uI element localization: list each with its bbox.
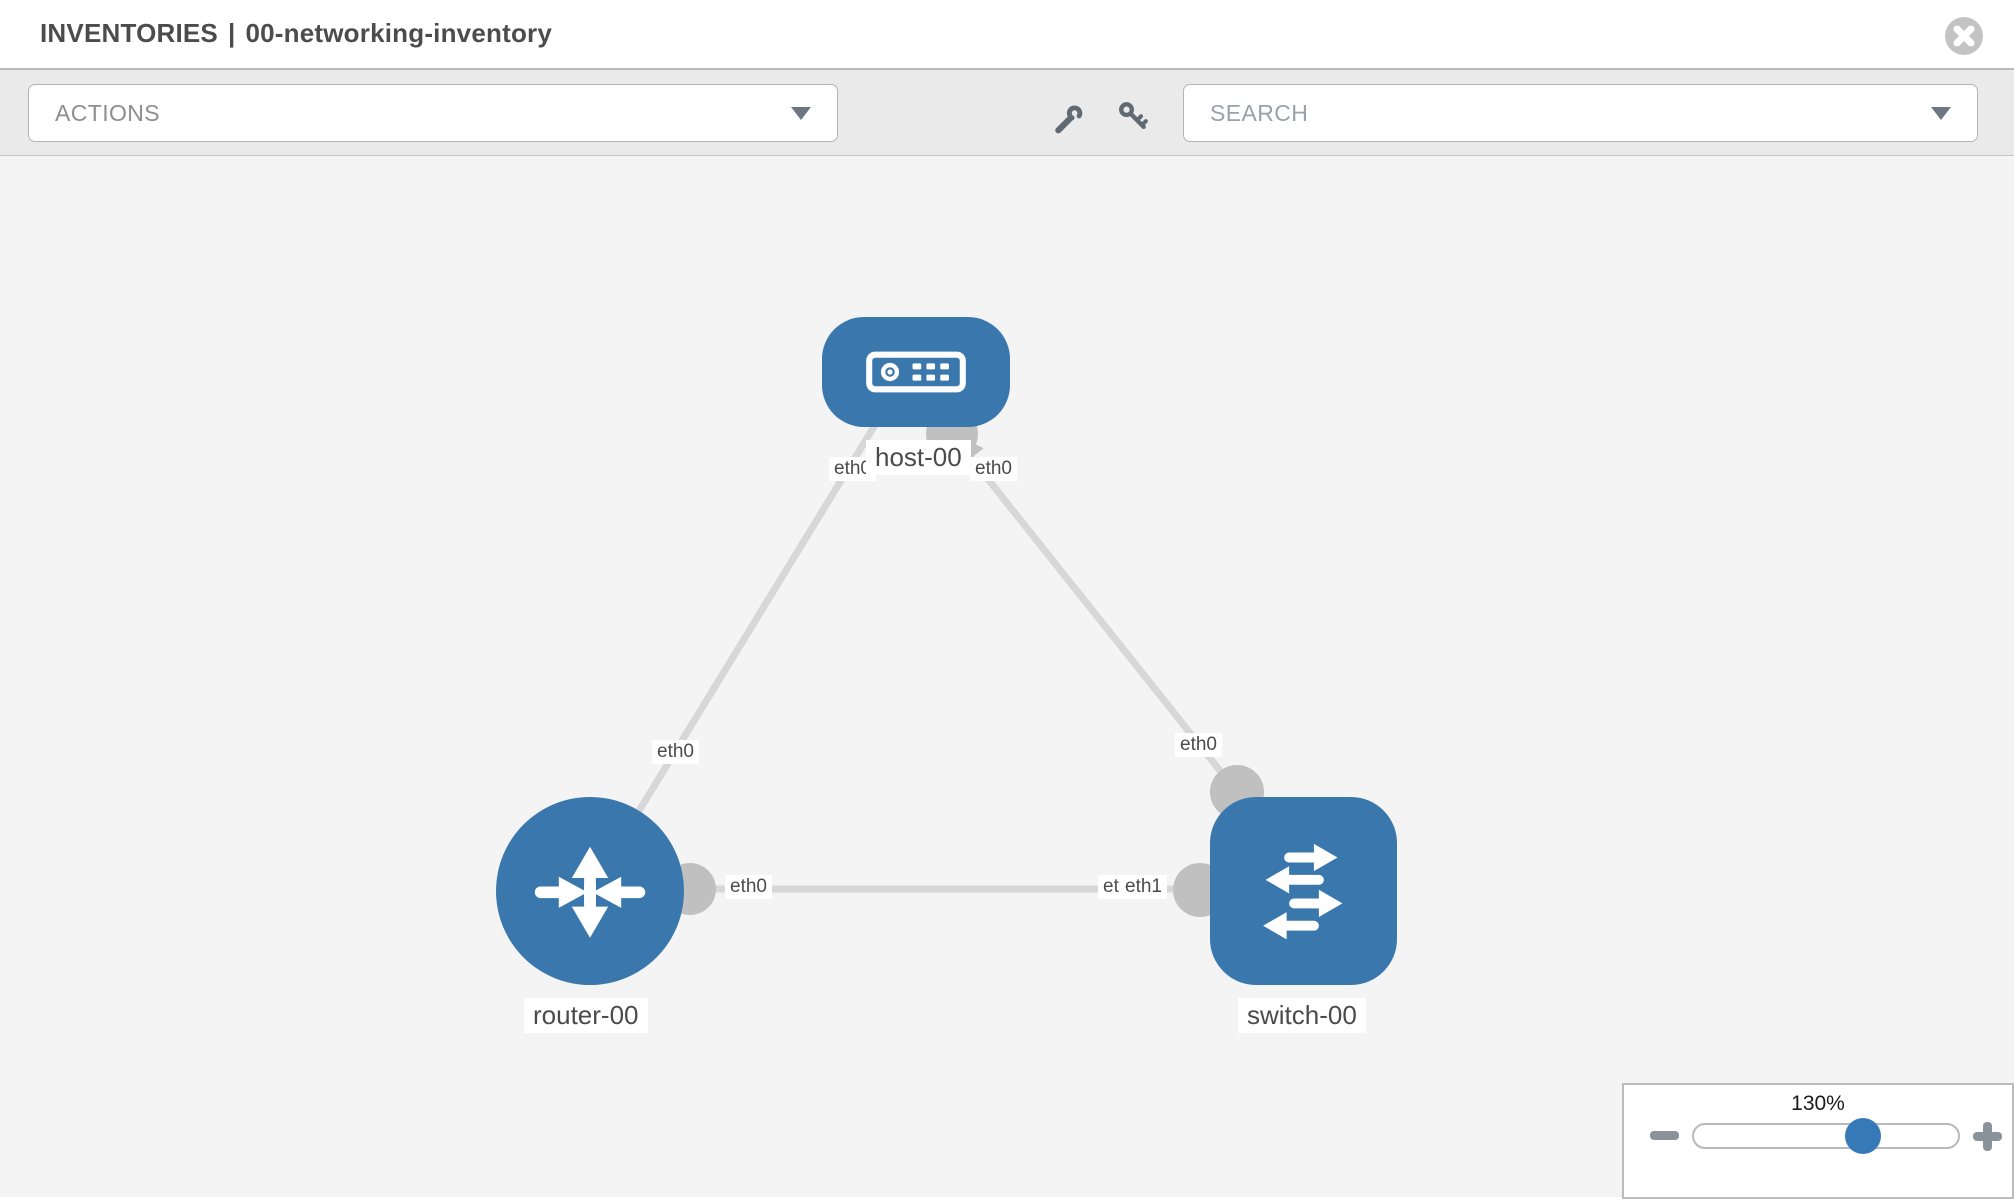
chevron-down-icon (1931, 106, 1951, 120)
iface-label: eth1 (1120, 875, 1167, 899)
actions-dropdown-label: ACTIONS (55, 99, 161, 126)
toolbar: ACTIONS SEARCH (0, 70, 2014, 156)
router-arrows-icon (534, 846, 646, 938)
node-router-00[interactable] (496, 797, 684, 985)
actions-dropdown[interactable]: ACTIONS (28, 84, 838, 142)
node-label-router: router-00 (524, 998, 648, 1033)
iface-label: eth0 (725, 875, 772, 899)
search-dropdown[interactable]: SEARCH (1183, 84, 1978, 142)
switch-arrows-icon (1262, 843, 1342, 940)
zoom-slider-track[interactable] (1692, 1118, 1960, 1154)
zoom-in-button[interactable] (1973, 1122, 2002, 1151)
chevron-down-icon (791, 106, 811, 120)
iface-label: eth0 (1175, 733, 1222, 757)
node-label-host: host-00 (866, 440, 971, 475)
server-icon (866, 351, 966, 393)
page-title: INVENTORIES | 00-networking-inventory (40, 18, 552, 49)
key-icon[interactable] (1112, 96, 1156, 140)
zoom-out-button[interactable] (1650, 1131, 1679, 1140)
search-placeholder: SEARCH (1210, 99, 1309, 126)
zoom-slider-handle[interactable] (1844, 1118, 1881, 1154)
link-switch-host[interactable] (949, 431, 1240, 795)
header: INVENTORIES | 00-networking-inventory (0, 0, 2014, 70)
node-switch-00[interactable] (1210, 797, 1397, 985)
wrench-icon[interactable] (1046, 96, 1090, 140)
breadcrumb-section: INVENTORIES (40, 18, 218, 48)
iface-label: eth0 (652, 740, 699, 764)
inventory-name: 00-networking-inventory (245, 18, 553, 48)
topology-canvas[interactable]: eth0 eth0 host-00 eth0 eth0 eth0 eth0 et… (0, 156, 2014, 1199)
zoom-panel: 130% (1622, 1083, 2014, 1199)
links-layer (587, 408, 1303, 917)
node-label-switch: switch-00 (1238, 998, 1366, 1033)
node-host-00[interactable] (822, 317, 1010, 427)
close-icon[interactable] (1944, 16, 1984, 56)
zoom-level: 130% (1791, 1092, 1845, 1115)
breadcrumb-separator: | (227, 18, 236, 48)
iface-label: eth0 (970, 457, 1017, 481)
